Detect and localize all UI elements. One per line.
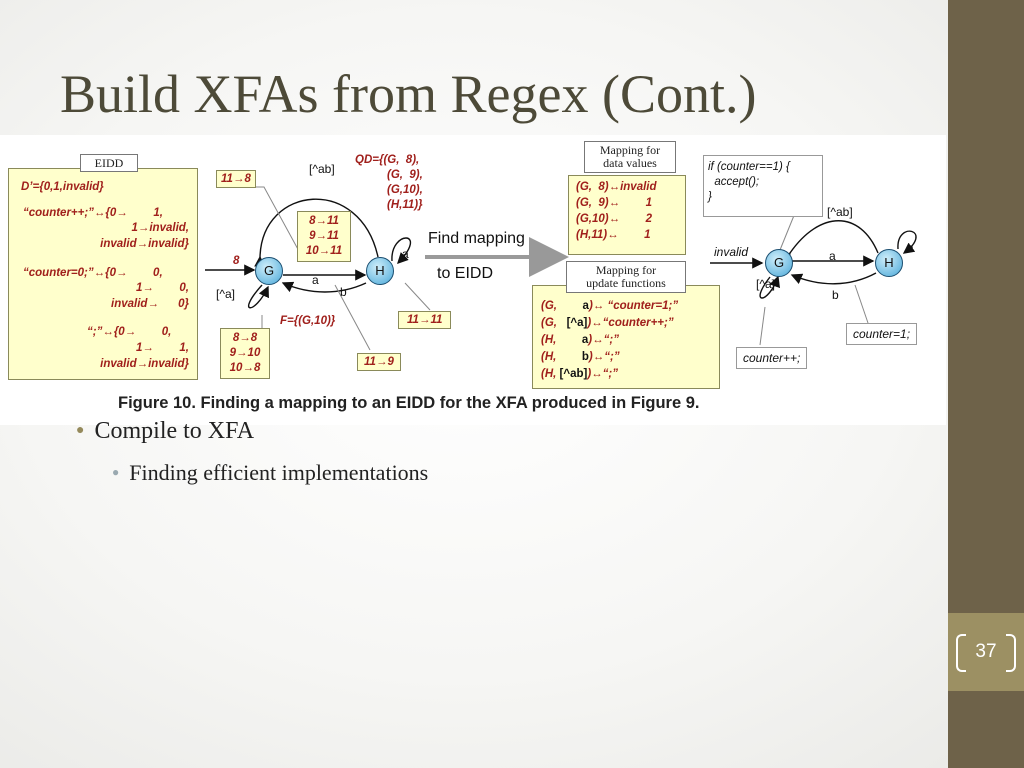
box-inner: 8→11 9→11 10→11 bbox=[297, 211, 351, 262]
update-map-box: (G, a)↔ “counter=1;” (G, [^a])↔“counter+… bbox=[532, 285, 720, 389]
eidd-header: EIDD bbox=[80, 154, 138, 172]
figure-image: D’={0,1,invalid} “counter++;”↔{0→ 1, 1→i… bbox=[0, 135, 946, 425]
page-number-box: 37 bbox=[948, 613, 1024, 691]
bullet-text: Finding efficient implementations bbox=[129, 460, 429, 485]
find-mapping-label: Find mapping bbox=[428, 230, 525, 247]
bullet-level1: ● Compile to XFA bbox=[76, 418, 254, 445]
callout-11-9 bbox=[334, 284, 371, 351]
edge-h-g-b bbox=[281, 281, 367, 293]
bullet-dot-icon: ● bbox=[112, 465, 120, 479]
qd-set: QD={(G, 8), (G, 9), (G,10), (H,11)} bbox=[355, 154, 423, 211]
right-invalid-label: invalid bbox=[714, 245, 749, 259]
data-map-box: (G, 8)↔invalid (G, 9)↔ 1 (G,10)↔ 2 (H,11… bbox=[568, 175, 686, 255]
eidd-reset-3: invalid→ 0} bbox=[111, 298, 189, 310]
eidd-inc-1: “counter++;”↔{0→ 1, bbox=[23, 207, 163, 219]
edge-right-top bbox=[779, 220, 879, 265]
eidd-noop-2: 1→ 1, bbox=[135, 342, 189, 354]
callout-11-11 bbox=[404, 282, 431, 311]
callout-counter-set bbox=[854, 284, 869, 324]
eidd-noop-1: “;”↔{0→ 0, bbox=[87, 326, 172, 338]
update-row: (G, [^a])↔“counter++;” bbox=[541, 317, 674, 329]
update-row: (H, b)↔“;” bbox=[541, 351, 620, 363]
page-number: 37 bbox=[975, 641, 997, 662]
left-loop-h-a: a bbox=[402, 247, 409, 261]
eidd-inc-3: invalid→invalid} bbox=[100, 238, 189, 250]
left-edge-nab: [^ab] bbox=[309, 162, 335, 176]
callout-code bbox=[779, 212, 796, 251]
box-11-11: 11→11 bbox=[398, 311, 452, 329]
counter-inc-box: counter++; bbox=[736, 347, 808, 369]
right-node-h: H bbox=[875, 249, 903, 277]
eidd-noop-3: invalid→invalid} bbox=[100, 358, 189, 370]
left-edge-a: a bbox=[312, 273, 319, 287]
bullet-level2: ● Finding efficient implementations bbox=[112, 460, 428, 486]
slide-title: Build XFAs from Regex (Cont.) bbox=[60, 64, 757, 124]
counter-set-box: counter=1; bbox=[846, 323, 918, 345]
update-row: (H, [^ab])↔“;” bbox=[541, 368, 618, 380]
bullet-dot-icon: ● bbox=[76, 423, 85, 438]
right-edge-a: a bbox=[829, 249, 836, 263]
loop-g bbox=[248, 284, 269, 309]
bullet-text: Compile to XFA bbox=[94, 418, 255, 444]
edge-right-b bbox=[790, 272, 877, 285]
figure-caption: Figure 10. Finding a mapping to an EIDD … bbox=[118, 394, 700, 412]
right-loop-h-a: a bbox=[907, 241, 914, 255]
right-edge-nab: [^ab] bbox=[827, 205, 853, 219]
box-11-8: 11→8 bbox=[216, 170, 256, 188]
eidd-reset-2: 1→ 0, bbox=[135, 282, 189, 294]
right-bracket-icon bbox=[1006, 634, 1016, 672]
right-loop-g-na: [^a] bbox=[756, 277, 775, 291]
final-set: F={(G,10)} bbox=[280, 315, 336, 327]
right-edge-b: b bbox=[832, 288, 839, 302]
update-row: (G, a)↔ “counter=1;” bbox=[541, 300, 679, 312]
callout-11-8 bbox=[230, 186, 301, 254]
loop-h bbox=[391, 237, 412, 265]
left-loop-g-na: [^a] bbox=[216, 287, 235, 301]
data-map-header: Mapping for data values bbox=[584, 141, 676, 173]
eidd-domain: D’={0,1,invalid} bbox=[21, 181, 104, 193]
loop-right-g bbox=[759, 275, 780, 299]
left-bracket-icon bbox=[956, 634, 966, 672]
left-edge-b: b bbox=[340, 285, 347, 299]
loop-right-h bbox=[897, 230, 917, 254]
left-node-h: H bbox=[366, 257, 394, 285]
eidd-inc-2: 1→invalid, bbox=[131, 222, 189, 234]
box-886: 8→8 9→10 10→8 bbox=[220, 328, 270, 379]
start-value: 8 bbox=[233, 255, 240, 267]
callout-counter-inc bbox=[759, 306, 766, 346]
to-eidd-label: to EIDD bbox=[437, 265, 494, 282]
edge-h-g-top bbox=[254, 198, 379, 267]
update-row: (H, a)↔“;” bbox=[541, 334, 619, 346]
eidd-reset-1: “counter=0;”↔{0→ 0, bbox=[23, 267, 163, 279]
right-node-g: G bbox=[765, 249, 793, 277]
figure-lines bbox=[205, 186, 917, 351]
accept-code-box: if (counter==1) { accept(); } bbox=[703, 155, 823, 217]
eidd-box: D’={0,1,invalid} “counter++;”↔{0→ 1, 1→i… bbox=[8, 168, 198, 380]
box-11-9: 11→9 bbox=[357, 353, 401, 371]
update-map-header: Mapping for update functions bbox=[566, 261, 686, 293]
left-node-g: G bbox=[255, 257, 283, 285]
